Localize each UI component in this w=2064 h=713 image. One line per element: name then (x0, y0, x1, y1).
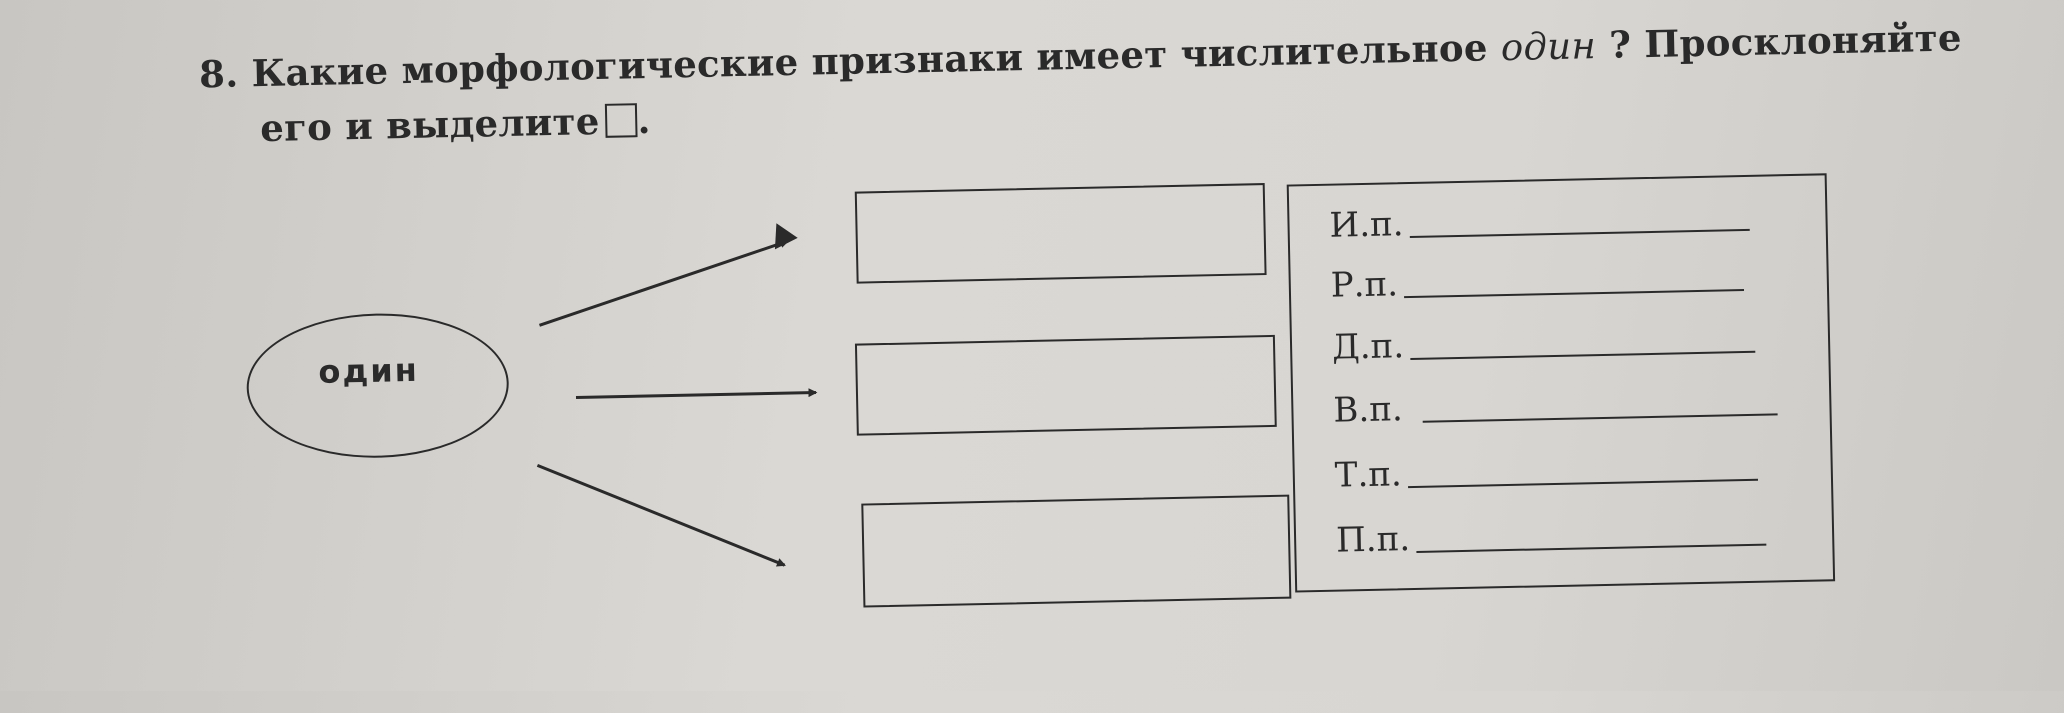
answer-box-3[interactable] (861, 494, 1292, 608)
answer-line[interactable] (1410, 350, 1756, 361)
arrow-bottom (536, 463, 786, 567)
case-row: Р.п. (1330, 257, 1745, 306)
case-label: В.п. (1333, 389, 1404, 431)
case-row: Д.п. (1332, 319, 1756, 368)
case-row: Т.п. (1334, 447, 1758, 496)
declension-panel: И.п. Р.п. Д.п. В.п. Т.п. П.п. (1286, 173, 1836, 593)
case-label: И.п. (1329, 204, 1404, 246)
answer-line[interactable] (1404, 289, 1745, 299)
answer-box-1[interactable] (854, 183, 1267, 284)
answer-line[interactable] (1409, 228, 1750, 239)
case-label: П.п. (1335, 519, 1411, 561)
answer-box-2[interactable] (854, 334, 1277, 436)
answer-line[interactable] (1416, 543, 1767, 553)
answer-line[interactable] (1408, 478, 1758, 489)
arrow-middle (575, 388, 818, 400)
case-row: В.п. (1333, 381, 1778, 431)
case-label: Д.п. (1331, 326, 1405, 368)
answer-line[interactable] (1422, 413, 1778, 423)
arrow-top (538, 239, 790, 327)
case-row: П.п. (1336, 512, 1767, 561)
case-label: Т.п. (1334, 454, 1403, 496)
case-label: Р.п. (1330, 264, 1399, 306)
case-row: И.п. (1329, 197, 1750, 246)
